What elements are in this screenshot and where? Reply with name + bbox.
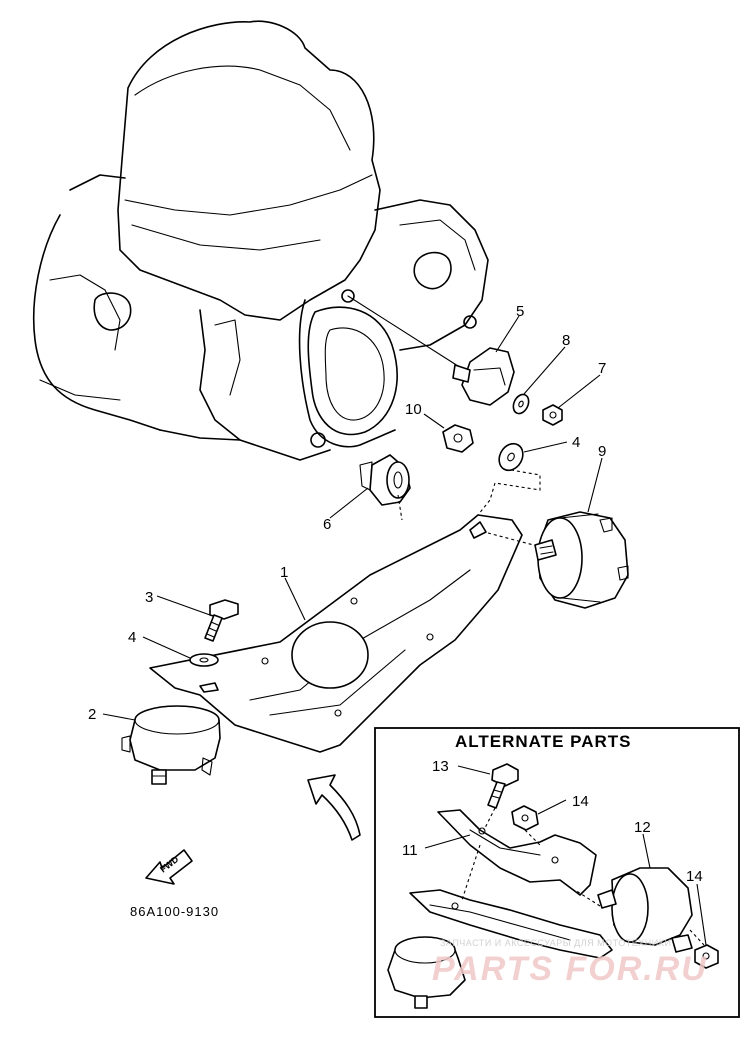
bushing-part-6 [359, 454, 411, 506]
assembly-guide-line [477, 469, 541, 516]
bolt-part-3 [204, 599, 239, 642]
damper-part-9 [534, 511, 629, 609]
callout-12: 12 [634, 819, 651, 836]
callout-10: 10 [405, 401, 422, 418]
engine-mount-bracket [149, 514, 523, 753]
nut-part-7 [542, 404, 563, 426]
alternate-parts-title: ALTERNATE PARTS [455, 732, 632, 751]
callout-labels: 1 2 3 4 4 5 6 7 8 9 10 11 12 13 14 14 [88, 303, 703, 885]
rubber-damper-part-2 [121, 705, 221, 785]
callout-1: 1 [280, 564, 288, 581]
damper-part-5 [452, 347, 515, 406]
callout-8: 8 [562, 332, 570, 349]
washer-part-4-left [189, 653, 219, 667]
nut-part-10 [442, 424, 474, 453]
callout-4-left: 4 [128, 629, 136, 646]
callout-2: 2 [88, 706, 96, 723]
diagram-code: 86A100-9130 [130, 904, 219, 919]
washer-part-8 [512, 393, 530, 415]
callout-13: 13 [432, 758, 449, 775]
callout-7: 7 [598, 360, 606, 377]
watermark-small-text: ЗАПЧАСТИ И АКСЕССУАРЫ ДЛЯ МОТОТЕХНИКИ [440, 938, 671, 948]
callout-11: 11 [402, 842, 418, 859]
watermark-logo-text: PARTS FOR.RU [432, 950, 708, 988]
forward-direction-arrow: FWD [145, 849, 193, 885]
callout-6: 6 [323, 516, 331, 533]
watermark: ЗАПЧАСТИ И АКСЕССУАРЫ ДЛЯ МОТОТЕХНИКИ PA… [432, 938, 708, 988]
callout-3: 3 [145, 589, 153, 606]
callout-14-upper: 14 [572, 793, 589, 810]
engine-block-drawing [32, 20, 489, 461]
washer-part-4-right [498, 442, 524, 472]
assembly-guide-line-2 [397, 494, 403, 521]
alternate-parts-box: ALTERNATE PARTS [374, 727, 740, 1018]
callout-4-right: 4 [572, 434, 580, 451]
callout-9: 9 [598, 443, 606, 460]
callout-14-right: 14 [686, 868, 703, 885]
callout-leaders [102, 315, 603, 721]
callout-5: 5 [516, 303, 524, 320]
alternate-parts-pointer-arrow [307, 774, 361, 841]
